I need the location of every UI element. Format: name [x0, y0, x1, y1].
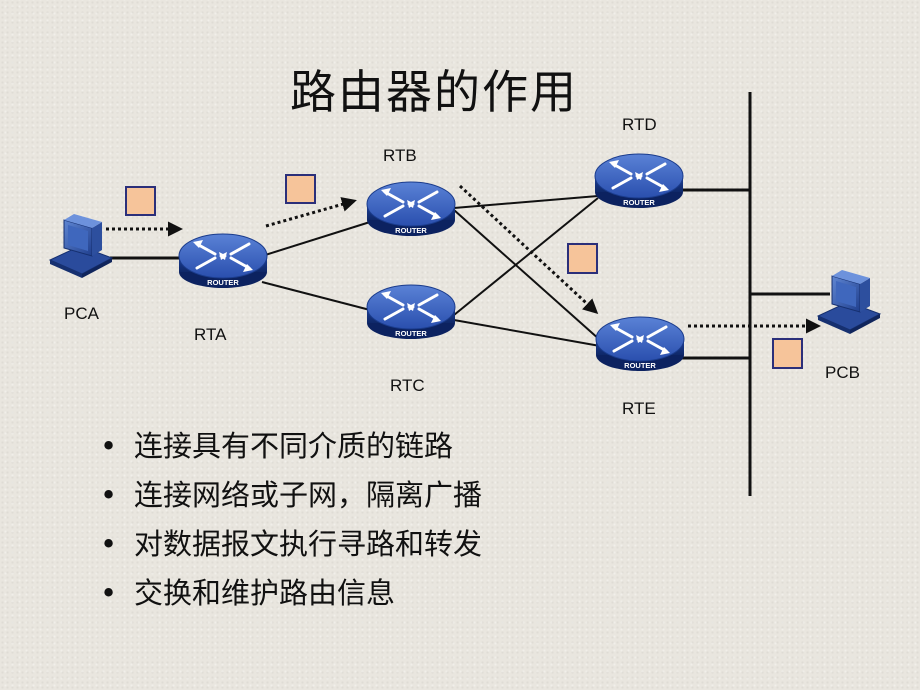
- label-rte: RTE: [622, 399, 656, 418]
- link-rta-rtc: [261, 281, 371, 311]
- bullet-text: 交换和维护路由信息: [134, 576, 396, 610]
- link-rtc-rte: [453, 319, 601, 347]
- label-rtd: RTD: [622, 115, 657, 134]
- bullet-item: • 交换和维护路由信息: [100, 569, 482, 618]
- router-badge: ROUTER: [395, 226, 427, 235]
- bullet-dot: •: [100, 527, 118, 561]
- router-rte: ROUTER: [594, 315, 686, 373]
- label-pcb: PCB: [825, 363, 860, 382]
- link-rtc-rtd: [453, 197, 599, 316]
- link-rtb-rtd: [453, 195, 599, 209]
- router-rtd: ROUTER: [593, 152, 685, 210]
- bullet-dot: •: [100, 576, 118, 610]
- bullet-text: 对数据报文执行寻路和转发: [134, 527, 483, 561]
- bullet-item: • 连接具有不同介质的链路: [100, 422, 482, 471]
- link-rtb-rte: [453, 209, 601, 341]
- bullet-text: 连接具有不同介质的链路: [134, 429, 454, 463]
- dotted-arrow-icon: [106, 184, 821, 334]
- computer-icon: [49, 213, 881, 335]
- packet-4: [772, 338, 803, 369]
- bullet-item: • 连接网络或子网，隔离广播: [100, 471, 482, 520]
- slide-title: 路由器的作用: [290, 65, 578, 119]
- bullet-dot: •: [100, 478, 118, 512]
- router-icon: ROUTER ROUTER ROUTER ROUTER ROUTER: [177, 152, 686, 373]
- bullet-list: • 连接具有不同介质的链路 • 连接网络或子网，隔离广播 • 对数据报文执行寻路和转发…: [100, 422, 482, 618]
- label-rtb: RTB: [383, 146, 417, 165]
- router-badge: ROUTER: [207, 278, 239, 287]
- arrow-rtb-rte: [458, 184, 599, 315]
- network-links: [110, 92, 830, 496]
- label-rtc: RTC: [390, 376, 425, 395]
- bullet-text: 连接网络或子网，隔离广播: [134, 478, 483, 512]
- bullet-dot: •: [100, 429, 118, 463]
- router-rtb: ROUTER: [365, 180, 457, 238]
- computer-pca: [49, 213, 113, 279]
- link-rta-rtb: [261, 221, 371, 257]
- packet-icon: [125, 174, 803, 369]
- packet-2: [285, 174, 316, 204]
- packet-1: [125, 186, 156, 216]
- router-rta: ROUTER: [177, 232, 269, 290]
- router-badge: ROUTER: [624, 361, 656, 370]
- device-labels: PCA RTA RTB RTC RTD RTE PCB: [64, 115, 860, 418]
- computer-pcb: [817, 269, 881, 335]
- label-pca: PCA: [64, 304, 100, 323]
- bullet-item: • 对数据报文执行寻路和转发: [100, 520, 482, 569]
- router-badge: ROUTER: [623, 198, 655, 207]
- router-badge: ROUTER: [395, 329, 427, 338]
- label-rta: RTA: [194, 325, 227, 344]
- arrow-rta-rtb: [265, 197, 357, 228]
- packet-3: [567, 243, 598, 274]
- router-rtc: ROUTER: [365, 283, 457, 341]
